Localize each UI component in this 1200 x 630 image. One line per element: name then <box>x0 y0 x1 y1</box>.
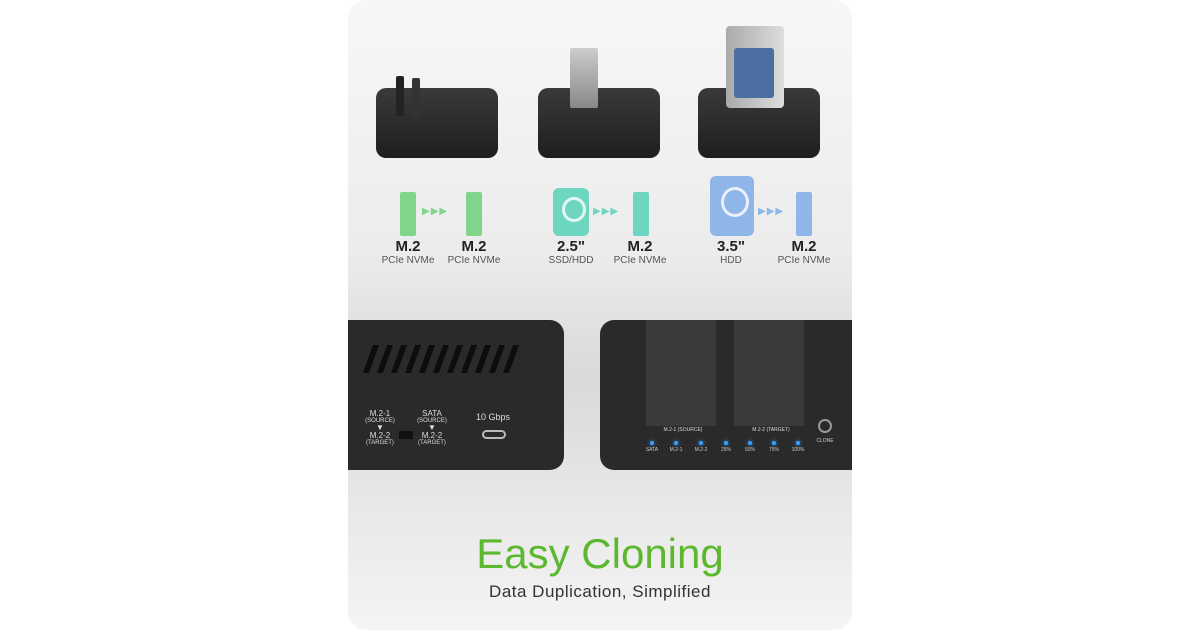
mode-source-label: 3.5"HDD <box>717 238 745 266</box>
subheadline: Data Duplication, Simplified <box>489 582 711 601</box>
clone-label: CLONE <box>816 438 834 444</box>
switch-left-label: M.2-1(SOURCE)▼M.2-2(TARGET) <box>365 409 395 447</box>
clone-button[interactable] <box>818 419 832 433</box>
led-label: 75% <box>768 447 779 453</box>
rear-panel <box>348 320 564 470</box>
dock-m2-to-m2 <box>376 76 498 158</box>
usb-c-port <box>482 430 506 439</box>
led-label: M.2-1 <box>669 447 683 453</box>
port-speed-label: 10 Gbps <box>475 412 511 422</box>
switch-right-label: SATA(SOURCE)▼M.2-2(TARGET) <box>417 409 447 447</box>
front-panel <box>600 320 852 470</box>
slot2-label: M.2-2 (TARGET) <box>752 427 790 433</box>
bay-1 <box>646 320 716 426</box>
led-label: 50% <box>744 447 755 453</box>
arrow-icon: ▶▶▶ <box>422 206 449 217</box>
m2-drive-icon <box>466 192 482 236</box>
arrow-icon: ▶▶▶ <box>593 206 620 217</box>
m2-drive-icon <box>796 192 812 236</box>
hdd-icon <box>710 176 754 236</box>
m2-drive-icon <box>400 192 416 236</box>
dock-25-to-m2 <box>538 48 660 158</box>
led-label: M.2-2 <box>694 447 708 453</box>
m2-drive-icon <box>633 192 649 236</box>
led-label: 25% <box>720 447 731 453</box>
slot1-label: M.2-1 (SOURCE) <box>663 427 703 433</box>
mode-source-label: 2.5"SSD/HDD <box>548 238 594 266</box>
headline: Easy Cloning <box>476 530 724 577</box>
arrow-icon: ▶▶▶ <box>758 206 785 217</box>
dock-35-to-m2 <box>698 26 820 158</box>
mode-switch[interactable] <box>399 431 413 439</box>
led-label: SATA <box>645 447 659 453</box>
led-label: 100% <box>791 447 805 453</box>
hdd-icon <box>553 188 589 236</box>
bay-2 <box>734 320 804 426</box>
